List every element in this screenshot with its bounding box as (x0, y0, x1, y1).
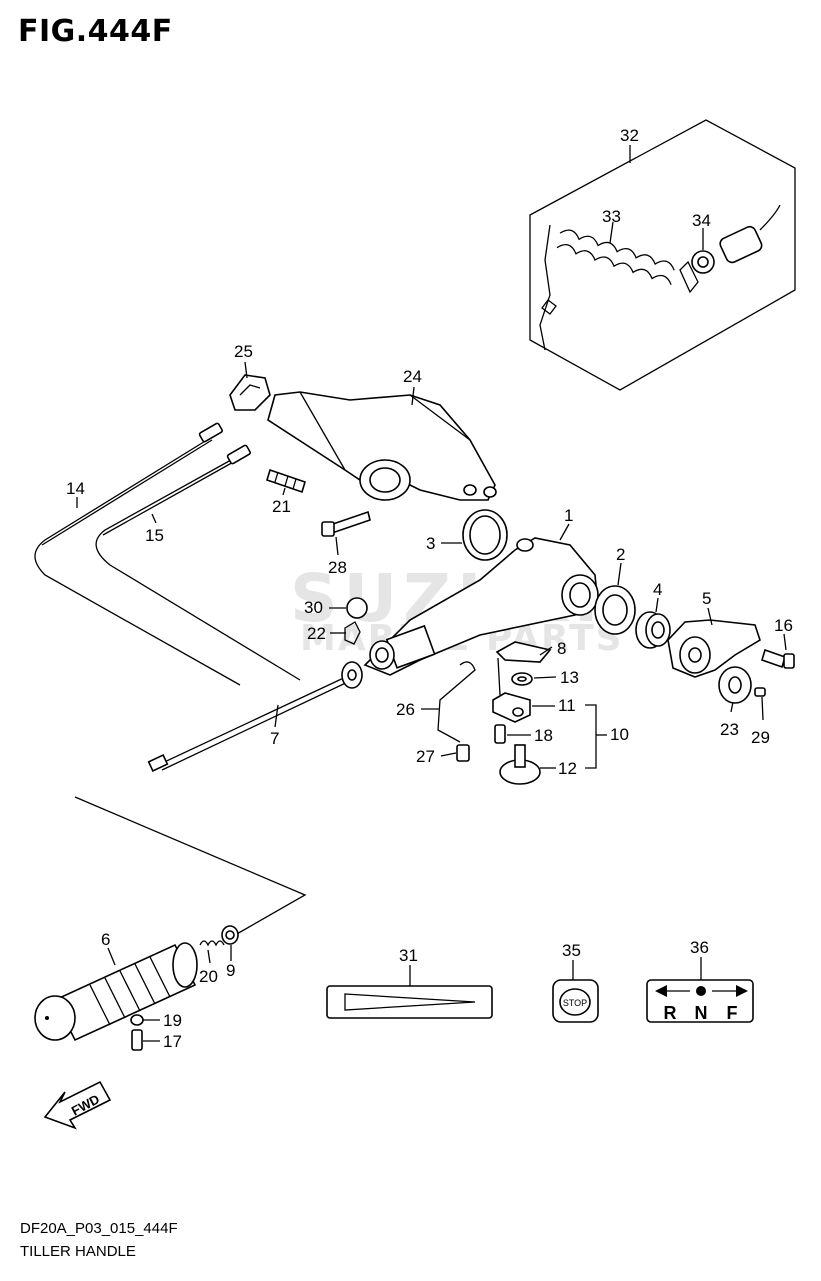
callout-5: 5 (702, 589, 711, 608)
callout-2: 2 (616, 545, 625, 564)
bushing-part-4 (635, 611, 671, 649)
screw-part-27 (456, 744, 470, 762)
spring-pin-part-21 (266, 468, 306, 494)
callout-8: 8 (557, 639, 566, 658)
callout-12: 12 (558, 759, 577, 778)
callout-20: 20 (199, 967, 218, 986)
callout-4: 4 (653, 580, 662, 599)
gear-letter-n: N (695, 1003, 708, 1023)
diagram-caption: TILLER HANDLE (20, 1243, 136, 1260)
bolt-part-28 (321, 510, 371, 537)
wire-part-26 (437, 661, 476, 743)
callout-numbers: 1 2 3 4 5 6 7 8 9 10 11 12 13 14 15 16 1… (66, 126, 793, 1051)
callout-24: 24 (403, 367, 422, 386)
callout-23: 23 (720, 720, 739, 739)
callout-1: 1 (564, 506, 573, 525)
callout-11: 11 (558, 696, 576, 715)
washer-part-19 (130, 1014, 144, 1026)
ring-part-2 (594, 585, 636, 635)
throttle-grip-part-6 (34, 942, 198, 1042)
callout-18: 18 (534, 726, 553, 745)
throttle-shaft-part-7 (147, 661, 363, 772)
plate-part-8 (495, 641, 552, 663)
callout-7: 7 (270, 729, 279, 748)
tiller-bracket-part-24 (267, 391, 497, 501)
grommet-part-25 (229, 374, 271, 411)
throttle-friction-part-5 (667, 619, 761, 678)
plate-part-23 (718, 666, 752, 704)
stop-decal-part-35: STOP (552, 979, 599, 1023)
callout-9: 9 (226, 961, 235, 980)
throttle-decal-part-31 (326, 985, 493, 1019)
figure-title: FIG.444F (18, 14, 173, 49)
callout-30: 30 (304, 598, 323, 617)
ring-part-3 (462, 509, 508, 561)
diagram-code: DF20A_P03_015_444F (20, 1220, 178, 1237)
gear-letter-f: F (727, 1003, 738, 1023)
bracket-callout-10 (585, 704, 607, 769)
throttle-cable-part-14 (34, 422, 241, 686)
washer-part-13 (511, 672, 533, 686)
callout-28: 28 (328, 558, 347, 577)
leader-lines (76, 221, 787, 1042)
screw-part-18 (494, 724, 506, 744)
callout-15: 15 (145, 526, 164, 545)
shift-cable-part-15 (95, 444, 301, 681)
callout-14: 14 (66, 479, 85, 498)
callout-33: 33 (602, 207, 621, 226)
callout-29: 29 (751, 728, 770, 747)
knob-part-12 (499, 744, 541, 785)
tiller-arm-part-1 (363, 537, 599, 676)
callout-17: 17 (163, 1032, 182, 1051)
screw-part-17 (131, 1029, 143, 1051)
callout-35: 35 (562, 941, 581, 960)
callout-25: 25 (234, 342, 253, 361)
gear-decal-part-36: R N F (646, 979, 754, 1023)
plug-part-30 (346, 597, 368, 619)
stop-label: STOP (563, 998, 587, 1008)
screw-part-29 (754, 687, 766, 697)
callout-32: 32 (620, 126, 639, 145)
bushing-part-9 (221, 925, 239, 945)
screw-part-16 (761, 648, 795, 669)
callout-19: 19 (163, 1011, 182, 1030)
callout-27: 27 (416, 747, 435, 766)
callout-6: 6 (101, 930, 110, 949)
callout-36: 36 (690, 938, 709, 957)
callout-34: 34 (692, 211, 711, 230)
spring-part-20 (199, 940, 225, 947)
stop-switch-part-34 (691, 204, 781, 274)
callout-26: 26 (396, 700, 415, 719)
fwd-arrow-icon: FWD (43, 1080, 112, 1130)
gear-letter-r: R (664, 1003, 677, 1023)
lanyard-coil-part-33 (539, 224, 699, 351)
callout-21: 21 (272, 497, 291, 516)
callout-13: 13 (560, 668, 579, 687)
callout-16: 16 (774, 616, 793, 635)
holder-part-11 (492, 692, 531, 723)
callout-31: 31 (399, 946, 418, 965)
callout-3: 3 (426, 534, 435, 553)
callout-22: 22 (307, 624, 326, 643)
guide-lines (74, 796, 307, 936)
lanyard-kit-box (529, 119, 796, 391)
callout-10: 10 (610, 725, 629, 744)
clip-part-22 (344, 621, 361, 645)
